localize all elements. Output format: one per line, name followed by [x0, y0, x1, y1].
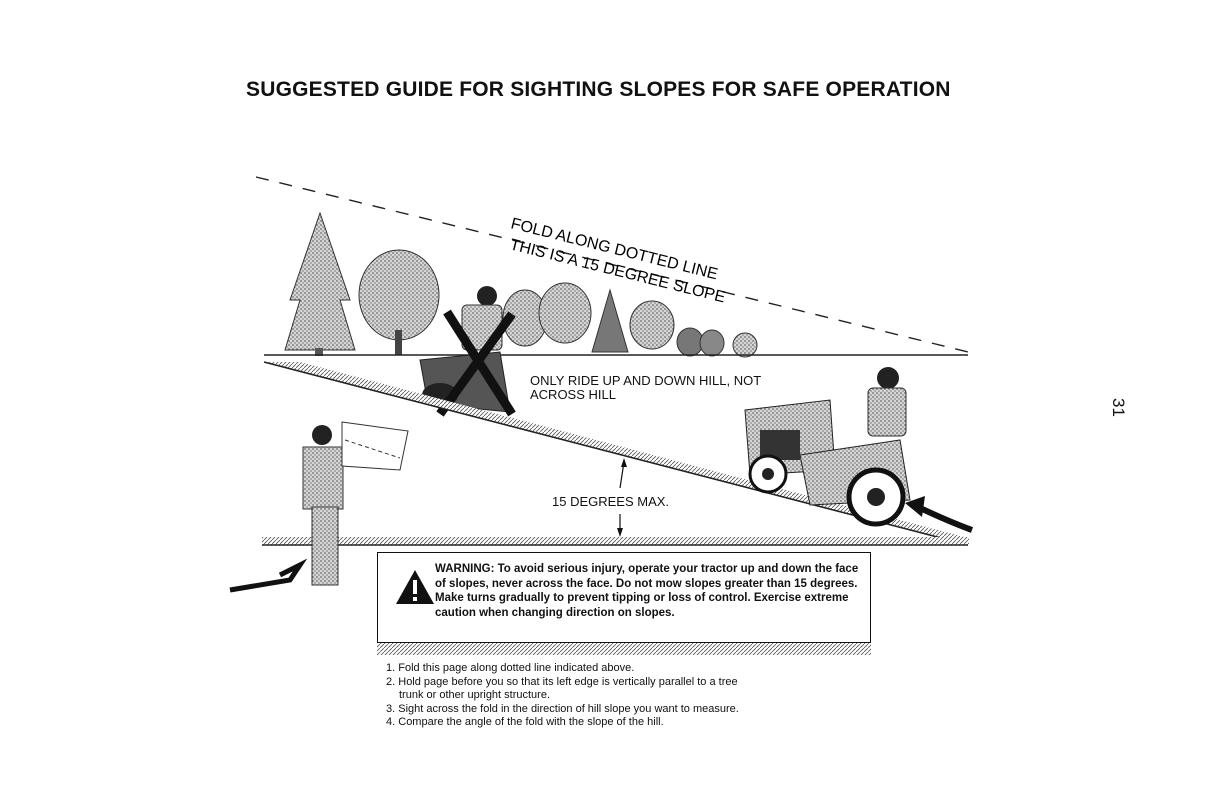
warning-box: WARNING: To avoid serious injury, operat… — [377, 552, 871, 643]
instruction-number: 4. — [386, 716, 396, 729]
instruction-text: Fold this page along dotted line indicat… — [398, 662, 635, 674]
person-sighting — [229, 421, 409, 593]
page-title: SUGGESTED GUIDE FOR SIGHTING SLOPES FOR … — [246, 78, 951, 101]
instruction-item: 2. Hold page before you so that its left… — [386, 676, 866, 703]
ride-direction-label: ONLY RIDE UP AND DOWN HILL, NOT ACROSS H… — [530, 373, 761, 402]
tractor-up-hill — [744, 367, 911, 527]
warning-icon — [396, 570, 434, 604]
direction-arrow — [916, 504, 974, 533]
instruction-item: 4. Compare the angle of the fold with th… — [386, 716, 866, 730]
warning-text: WARNING: To avoid serious injury, operat… — [435, 563, 859, 619]
fold-dotted-line — [255, 176, 969, 353]
instruction-text: Hold page before you so that its left ed… — [398, 675, 738, 688]
instruction-item: 1. Fold this page along dotted line indi… — [386, 662, 866, 676]
instruction-number: 3. — [386, 702, 396, 715]
instruction-text: Sight across the fold in the direction o… — [398, 702, 739, 715]
max-degree-label: 15 DEGREES MAX. — [552, 494, 670, 509]
instruction-number: 1. — [386, 662, 396, 674]
round-tree — [358, 249, 440, 341]
instruction-number: 2. — [386, 675, 396, 688]
page-number: 31 — [1109, 398, 1128, 417]
instruction-list: 1. Fold this page along dotted line indi… — [386, 662, 866, 730]
tree-line — [284, 211, 758, 358]
instruction-continuation: trunk or other upright structure. — [399, 689, 551, 702]
pine-tree — [284, 211, 356, 351]
instruction-text: Compare the angle of the fold with the s… — [398, 716, 664, 729]
instruction-item: 3. Sight across the fold in the directio… — [386, 703, 866, 717]
